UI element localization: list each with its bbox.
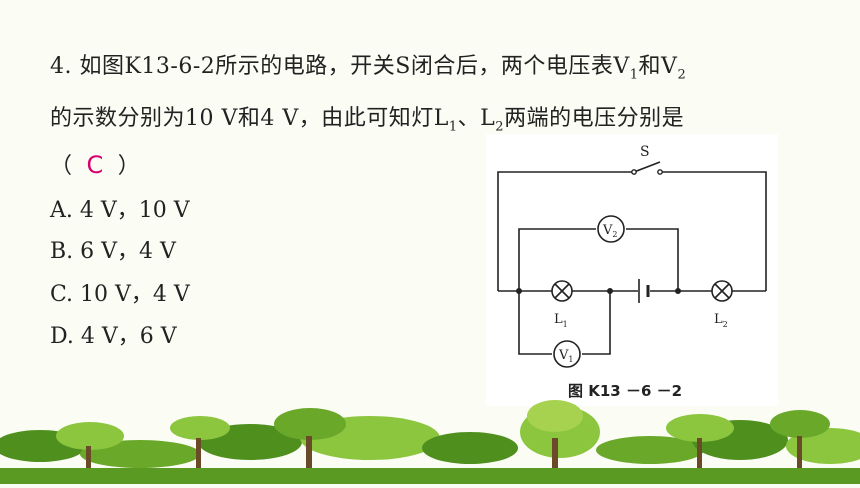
wire-outer-right <box>660 171 767 291</box>
figure-caption: 图 K13 －6 －2 <box>568 382 682 400</box>
answer-blank: （C） <box>50 151 141 179</box>
switch-label: S <box>640 144 650 160</box>
option-a[interactable]: A. 4 V，10 V <box>50 198 190 223</box>
wire-v2-branch <box>518 228 596 291</box>
wire-v2-branch-right <box>626 228 679 291</box>
tree-decoration-banner <box>0 398 860 484</box>
option-b[interactable]: B. 6 V，4 V <box>50 239 176 264</box>
tree-trunks <box>86 436 802 480</box>
wire-v1-branch <box>518 291 552 355</box>
tree-decoration <box>0 400 860 484</box>
junction-dot <box>516 288 522 294</box>
svg-text:L2: L2 <box>714 312 728 329</box>
ground-strip <box>0 468 860 484</box>
option-d[interactable]: D. 4 V，6 V <box>50 324 177 349</box>
voltmeter-v2 <box>597 215 625 243</box>
svg-text:V1: V1 <box>558 348 573 364</box>
lamp-l2 <box>711 280 733 302</box>
wire-v1-branch-right <box>582 291 611 355</box>
question-line-1: 4. 如图K13-6-2所示的电路，开关S闭合后，两个电压表V1和V2 <box>50 54 687 83</box>
switch-blade <box>633 161 661 173</box>
answer-text: C <box>86 151 104 179</box>
question-number: 4. <box>50 54 72 79</box>
tree-shapes-back <box>0 406 860 468</box>
circuit-figure: S V2 V1 L1 L2 图 K13 －6 －2 <box>486 134 778 406</box>
lamp-l1 <box>551 280 573 302</box>
switch-contact-left <box>631 169 637 175</box>
question-line-2: 的示数分别为10 V和4 V，由此可知灯L1、L2两端的电压分别是 <box>50 106 685 135</box>
svg-text:L1: L1 <box>554 312 568 329</box>
svg-text:V2: V2 <box>602 223 617 239</box>
tree-shapes-front <box>56 400 830 450</box>
wire-outer-left <box>497 171 634 291</box>
circuit-diagram: S V2 V1 L1 L2 图 K13 －6 －2 <box>497 144 767 400</box>
junction-dot <box>607 288 613 294</box>
junction-dot <box>675 288 681 294</box>
voltmeter-v1 <box>553 340 581 368</box>
option-c[interactable]: C. 10 V，4 V <box>50 282 190 307</box>
switch-contact-right <box>657 169 663 175</box>
